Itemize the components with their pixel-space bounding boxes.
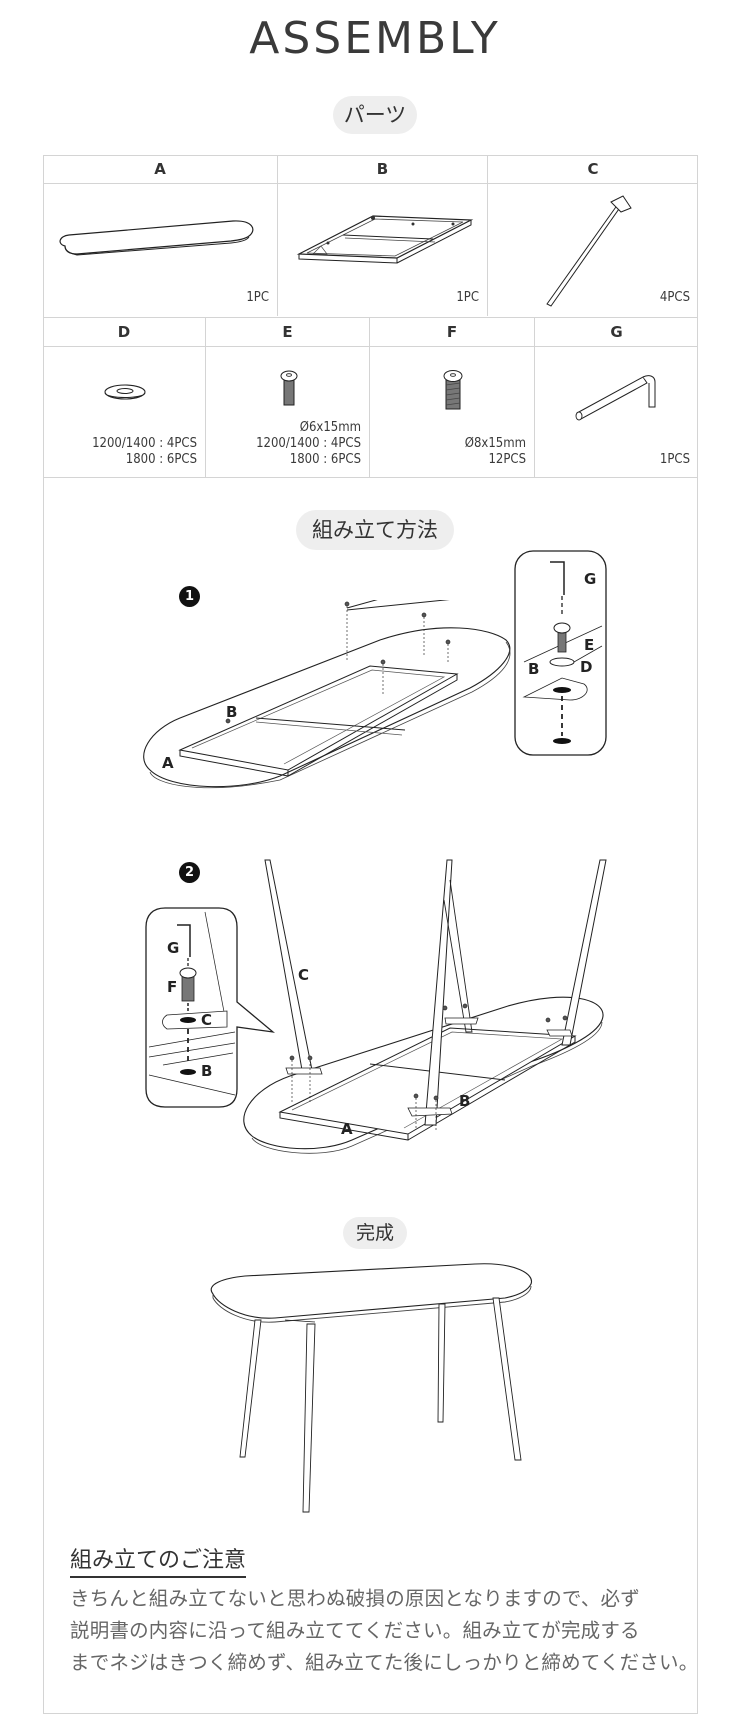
washer-icon bbox=[104, 384, 146, 400]
step-1-illustration: A B bbox=[143, 600, 511, 789]
tabletop-icon bbox=[59, 220, 254, 256]
notes-line: までネジはきつく締めず、組み立てた後にしっかりと締めてください。 bbox=[70, 1651, 699, 1674]
part-letter: E bbox=[206, 318, 369, 347]
svg-text:B: B bbox=[226, 703, 237, 721]
detail-label-e: E bbox=[584, 636, 594, 654]
detail-label-b: B bbox=[528, 660, 539, 678]
bolt-e-icon bbox=[280, 370, 298, 406]
notes-title: 組み立てのご注意 bbox=[70, 1547, 247, 1578]
part-cell-e: E Ø6x15mm 1200/1400 : 4PCS 1800 : 6PCS bbox=[206, 318, 370, 478]
part-letter: C bbox=[488, 155, 698, 184]
part-letter: D bbox=[43, 318, 205, 347]
detail-label-g: G bbox=[584, 570, 596, 588]
detail-2-label-c: C bbox=[201, 1011, 212, 1029]
finished-table-illustration bbox=[210, 1263, 532, 1513]
detail-2-label-g: G bbox=[167, 939, 179, 957]
part-cell-f: F Ø8x15mm 12PCS bbox=[370, 318, 535, 478]
notes-line: 説明書の内容に沿って組み立ててください。組み立てが完成する bbox=[70, 1619, 640, 1642]
part-qty: 1200/1400 : 4PCS 1800 : 6PCS bbox=[92, 436, 197, 467]
part-qty: Ø8x15mm 12PCS bbox=[464, 436, 526, 467]
part-qty: 1PC bbox=[246, 290, 269, 305]
step-1-detail-box: G E D B bbox=[514, 550, 607, 756]
part-qty: Ø6x15mm 1200/1400 : 4PCS 1800 : 6PCS bbox=[256, 420, 361, 467]
step-1-badge: 1 bbox=[179, 586, 200, 607]
part-letter: F bbox=[370, 318, 534, 347]
step-2-label-b: B bbox=[459, 1092, 470, 1110]
part-qty: 4PCS bbox=[659, 290, 690, 305]
part-qty: 1PC bbox=[456, 290, 479, 305]
hex-key-icon bbox=[575, 375, 656, 421]
part-cell-b: B 1PC bbox=[278, 155, 488, 316]
part-cell-g: G 1PCS bbox=[535, 318, 698, 478]
step-2-illustration: C A B bbox=[243, 859, 607, 1154]
part-letter: B bbox=[278, 155, 487, 184]
step-2-badge: 2 bbox=[179, 862, 200, 883]
detail-2-label-f: F bbox=[167, 978, 177, 996]
notes-body: きちんと組み立てないと思わぬ破損の原因となりますので、必ず 説明書の内容に沿って… bbox=[70, 1583, 699, 1679]
bolt-f-icon bbox=[443, 370, 463, 410]
frame-icon bbox=[296, 215, 474, 264]
step-2-label-c: C bbox=[298, 966, 309, 984]
method-section-label: 組み立て方法 bbox=[296, 510, 454, 550]
notes-line: きちんと組み立てないと思わぬ破損の原因となりますので、必ず bbox=[70, 1587, 640, 1610]
step-2-detail-box: G F C B bbox=[145, 907, 275, 1108]
part-qty: 1PCS bbox=[659, 452, 690, 467]
page-title: ASSEMBLY bbox=[249, 13, 501, 64]
part-letter: A bbox=[43, 155, 277, 184]
parts-table-bottom-border bbox=[43, 477, 698, 478]
part-cell-d: D 1200/1400 : 4PCS 1800 : 6PCS bbox=[43, 318, 206, 478]
detail-2-label-b: B bbox=[201, 1062, 212, 1080]
leg-icon bbox=[546, 195, 632, 307]
part-cell-a: A 1PC bbox=[43, 155, 278, 316]
parts-row-1: A 1PC B bbox=[43, 155, 698, 316]
part-cell-c: C 4PCS bbox=[488, 155, 698, 316]
done-section-label: 完成 bbox=[343, 1217, 407, 1249]
assembly-frame bbox=[43, 155, 698, 1714]
detail-label-d: D bbox=[580, 658, 592, 676]
parts-section-label: パーツ bbox=[333, 96, 417, 134]
part-letter: G bbox=[535, 318, 698, 347]
svg-text:A: A bbox=[162, 754, 174, 772]
parts-row-2: D 1200/1400 : 4PCS 1800 : 6PCS E bbox=[43, 317, 698, 478]
step-2-label-a: A bbox=[341, 1120, 353, 1138]
